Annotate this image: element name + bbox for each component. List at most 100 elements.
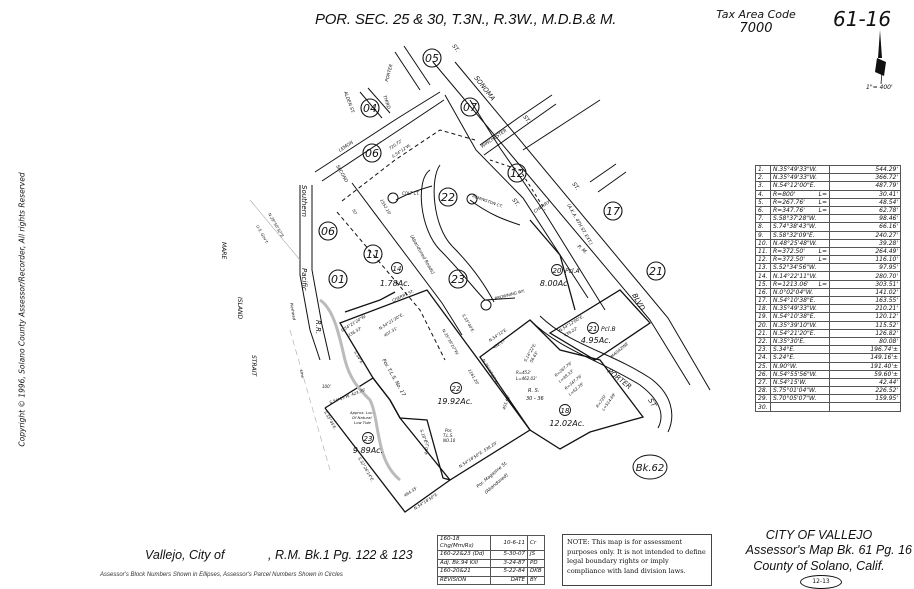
- parcel-boundaries: [324, 219, 651, 513]
- revision-by: JS: [527, 550, 545, 560]
- street-st: ST.: [521, 115, 531, 125]
- parcel-number: 20: [553, 267, 562, 275]
- parcel-area: 4.95Ac.: [581, 336, 611, 345]
- bearing-text: N.48°25'48"W.: [773, 239, 818, 247]
- block-label: 22: [441, 191, 455, 204]
- course-number: 27.: [755, 377, 771, 388]
- course-row: 28.S.75°01'04"W.226.52': [755, 386, 901, 396]
- parcel-area: 9.89Ac.: [353, 446, 383, 455]
- course-bearing: S.58°37'28"W.: [770, 214, 830, 224]
- dim-label: 56.65': [529, 350, 540, 363]
- dim-label: R=453': [516, 370, 531, 375]
- course-distance: 141.02': [829, 287, 901, 298]
- course-bearing: S.75°01'04"W.: [770, 386, 830, 396]
- course-number: 23.: [755, 345, 771, 355]
- revision-by: BY: [527, 575, 545, 585]
- street-colt-ct: COLT CT.: [402, 191, 420, 196]
- course-number: 30.: [755, 402, 771, 412]
- course-distance: 59.60'±: [829, 369, 901, 379]
- street-porter-north: PORTER: [384, 63, 394, 82]
- course-bearing: N.54°12'00"E.: [770, 181, 830, 191]
- bearing-text: N.14°22'11"W.: [773, 272, 818, 280]
- city-reference: Vallejo, City of: [145, 548, 225, 562]
- label-pacific: Pacific: [300, 268, 308, 291]
- revision-by: Cr: [527, 535, 545, 551]
- street-porter: PORTER: [606, 367, 633, 391]
- course-row: 24.S.24°E.149.16'±: [755, 353, 901, 363]
- course-number: 19.: [755, 312, 771, 322]
- course-bearing: R=372.50'L=: [770, 246, 830, 257]
- course-distance: 303.51': [829, 279, 901, 289]
- parcel-number: 18: [561, 407, 570, 415]
- course-bearing: R=800'L=: [770, 189, 830, 199]
- govt-line: [249, 199, 301, 261]
- parcel-pcl: Pcl.A: [565, 268, 580, 275]
- course-distance: 42.44': [829, 377, 901, 388]
- course-number: 8.: [755, 222, 771, 232]
- dim-label: N.54°18'50"E.: [413, 491, 439, 511]
- revision-date: 5-22-84: [490, 567, 528, 577]
- course-bearing: N.35°49'33"W.: [770, 173, 830, 183]
- course-row: 13.S.52°34'56"W.97.95': [755, 263, 901, 273]
- course-row: 21.N.54°21'20"E.126.82': [755, 328, 901, 338]
- label-line: Line: [299, 369, 305, 379]
- course-number: 12.: [755, 255, 771, 265]
- parcel-area: 12.02Ac.: [549, 419, 584, 428]
- course-distance: 39.28': [829, 238, 901, 248]
- parcel-number: 22: [452, 385, 461, 393]
- course-distance: 80.08': [829, 336, 901, 347]
- bearing-text: S.24°E.: [773, 354, 796, 362]
- dim-label: 100': [322, 384, 331, 389]
- tax-area-code: Tax Area Code 7000: [716, 8, 796, 36]
- course-number: 26.: [755, 369, 771, 379]
- course-number: 2.: [755, 173, 771, 183]
- parcel-number: 21: [589, 325, 598, 333]
- course-bearing: N.48°25'48"W.: [770, 238, 830, 248]
- course-row: 1.N.35°49'33"W.544.29': [755, 164, 901, 175]
- course-bearing: N.90°W.: [770, 361, 830, 371]
- course-number: 28.: [755, 386, 771, 396]
- block-23: 23: [448, 269, 468, 289]
- course-row: 16.N.0°02'04"W.141.02': [755, 287, 901, 298]
- label-low-tide: Of Natural: [352, 415, 372, 420]
- bearing-text: S.74°38'43"W.: [773, 223, 817, 231]
- course-number: 10.: [755, 238, 771, 248]
- dim-label: 464.35': [403, 485, 418, 497]
- course-row: 27.N.54°15'W.42.44': [755, 377, 901, 388]
- label-govt-bearing: N.29°56'32"E.: [267, 212, 285, 239]
- course-row: 11.R=372.50'L=264.49': [755, 246, 901, 257]
- label-rs: R. S.: [528, 388, 539, 394]
- revision-text: 160-22&23 (Dd): [437, 550, 491, 560]
- bearing-text: S.34°E.: [773, 346, 796, 354]
- length-label: L=: [818, 280, 827, 288]
- block-label: 05: [425, 52, 439, 65]
- bearing-text: N.90°W.: [773, 362, 798, 370]
- dim-label: S.35°40'E.: [461, 313, 476, 334]
- parcel-14: 141.78Ac.: [380, 262, 410, 288]
- bearing-text: S.75°01'04"W.: [773, 387, 817, 395]
- course-distance: 487.79': [829, 181, 901, 191]
- course-number: 17.: [755, 295, 771, 306]
- course-number: 13.: [755, 263, 771, 273]
- label-rr: R.R.: [314, 320, 322, 334]
- course-number: 9.: [755, 230, 771, 240]
- block-05: 05: [422, 48, 442, 68]
- block-label: 17: [606, 205, 620, 218]
- course-distance: 126.82': [829, 328, 901, 338]
- course-bearing: N.54°10'38"E.: [770, 295, 830, 306]
- parcel-23: 239.89Ac.: [353, 432, 383, 455]
- street-browning-wy: BROWNING WY.: [494, 288, 526, 301]
- bearing-text: N.54°10'38"E.: [773, 297, 816, 305]
- course-row: 12.R=372.50'L=116.10': [755, 255, 901, 265]
- bearing-text: S.70°05'07"W.: [773, 395, 817, 403]
- course-number: 11.: [755, 246, 771, 257]
- course-bearing: S.70°05'07"W.: [770, 394, 830, 404]
- tax-area-value: 7000: [739, 21, 773, 36]
- block-numbers: 05 04 07 06 12 22 17 06 11 01 23 21: [318, 48, 666, 289]
- length-label: L=: [818, 256, 827, 264]
- label-southern: Southern: [300, 185, 308, 217]
- course-row: 6.R=347.76'L=62.78': [755, 205, 901, 216]
- course-distance: 159.95': [829, 394, 901, 404]
- course-bearing: N.54°15'W.: [770, 377, 830, 388]
